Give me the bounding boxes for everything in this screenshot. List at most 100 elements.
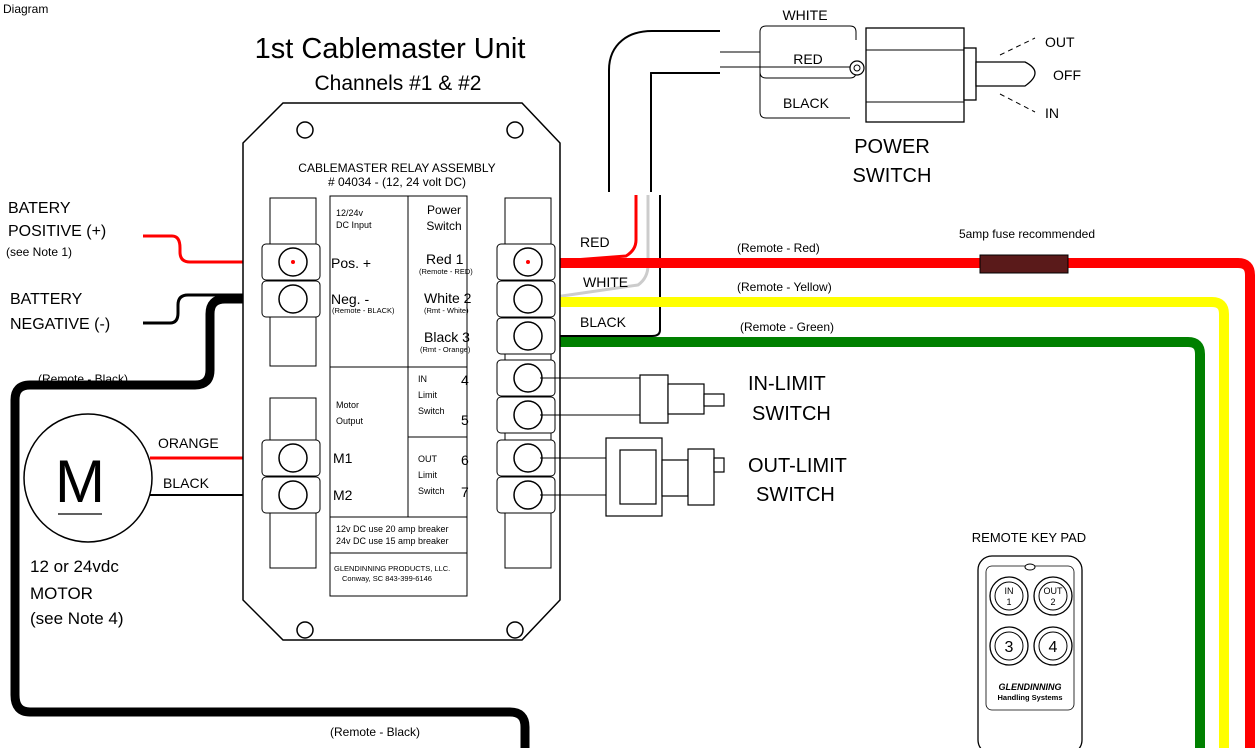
keypad-brand-sub: Handling Systems [997,693,1062,702]
switch-white-label: WHITE [782,7,827,23]
diagram-title: 1st Cablemaster Unit [255,33,526,65]
motor-label: MOTOR [30,584,93,603]
terminal-7 [496,476,556,514]
terminal-7-number: 7 [461,484,469,500]
terminal-6 [496,439,556,477]
red-wire-label: RED [580,234,610,250]
mount-hole-tr [506,121,524,139]
black-wire-label: BLACK [580,314,627,330]
switch-red-wire [547,195,638,264]
orange-wire-label: ORANGE [158,435,219,451]
maker-address: Conway, SC 843-399-6146 [342,574,432,583]
keypad-button-1-number: 1 [1006,597,1011,607]
keypad-button-2-label: OUT [1044,586,1064,596]
motor-label: 12 or 24vdc [30,557,119,576]
relay-header-line2: # 04034 - (12, 24 volt DC) [328,175,466,189]
terminal-m2 [261,476,321,514]
in-limit-title: SWITCH [752,403,831,425]
dc-input-label: DC Input [336,220,372,230]
breaker-24v-note: 24v DC use 15 amp breaker [336,536,449,546]
remote-black-wire [10,294,530,748]
out-limit-label: OUT [418,454,438,464]
wire-dot [291,260,295,264]
switch-collar [963,47,977,101]
toggle-out-indicator [999,37,1036,56]
keypad-button-2-number: 2 [1050,597,1055,607]
battery-positive-label: POSITIVE (+) [8,223,106,240]
relay-header-line1: CABLEMASTER RELAY ASSEMBLY [298,161,495,175]
keypad-button-2[interactable]: OUT 2 [1033,576,1073,616]
in-limit-label: Limit [418,390,438,400]
black3-label: Black 3 [424,329,470,345]
terminal-5-number: 5 [461,412,469,428]
battery-negative-label: BATTERY [10,291,83,308]
fuse [979,254,1069,274]
remote-green-wire [540,337,1205,748]
keypad-button-3[interactable]: 3 [989,626,1029,666]
m1-label: M1 [333,450,353,466]
power-switch-label: Power [427,203,461,217]
in-limit-title: IN-LIMIT [748,373,826,395]
white2-sublabel: (Rmt - White) [424,306,469,315]
switch-black-wire [548,195,661,337]
keypad-button-4[interactable]: 4 [1033,626,1073,666]
motor-letter: M [55,448,105,515]
battery-positive-note: (see Note 1) [6,245,72,259]
m2-label: M2 [333,487,353,503]
toggle-in-indicator [999,93,1036,113]
keypad-button-1[interactable]: IN 1 [989,576,1029,616]
top-fragment-text: Diagram [3,2,48,16]
red1-label: Red 1 [426,251,464,267]
out-limit-title: OUT-LIMIT [748,455,847,477]
terminal-m1 [261,439,321,477]
keypad-button-1-label: IN [1005,586,1014,596]
remote-black-label-bottom: (Remote - Black) [330,725,420,739]
breaker-12v-note: 12v DC use 20 amp breaker [336,524,449,534]
switch-black-label: BLACK [783,95,830,111]
keypad-button-4-label: 4 [1049,639,1058,656]
mount-hole-br [506,621,524,639]
switch-screw-icon [853,64,861,72]
terminal-4-number: 4 [461,372,469,388]
red1-sublabel: (Remote - RED) [419,267,473,276]
wire-dot [526,260,530,264]
neg-label: Neg. - [331,291,369,307]
power-switch-body [865,27,965,123]
motor-icon [23,413,153,543]
black-motor-wire-label: BLACK [163,475,210,491]
diagram-subtitle: Channels #1 & #2 [315,72,482,95]
remote-yellow-wire [540,297,1229,748]
maker-name: GLENDINNING PRODUCTS, LLC. [334,564,450,573]
switch-off-label: OFF [1053,67,1081,83]
remote-black-label: (Remote - Black) [38,372,128,386]
switch-in-label: IN [1045,105,1059,121]
white2-label: White 2 [424,290,472,306]
relay-center-panel [329,195,468,597]
motor-output-label: Output [336,416,364,426]
in-limit-switch-icon [540,374,725,424]
switch-out-label: OUT [1045,34,1075,50]
motor-output-label: Motor [336,400,359,410]
power-switch-label: Switch [426,219,461,233]
terminal-6-number: 6 [461,452,469,468]
remote-yellow-label: (Remote - Yellow) [737,280,832,294]
toggle-lever-icon [975,61,1036,87]
keypad-title: REMOTE KEY PAD [972,530,1086,545]
remote-red-wire [540,258,1255,748]
white-wire-label: WHITE [583,274,628,290]
out-limit-label: Limit [418,470,438,480]
in-limit-label: Switch [418,406,445,416]
terminal-5 [496,396,556,434]
terminal-2 [496,280,556,318]
black3-sublabel: (Rmt - Orange) [420,345,471,354]
dc-input-label: 12/24v [336,208,364,218]
out-limit-switch-icon [540,437,725,517]
keypad-led-icon [1024,563,1036,571]
mount-hole-tl [296,121,314,139]
in-limit-label: IN [418,374,427,384]
out-limit-title: SWITCH [756,484,835,506]
fuse-label: 5amp fuse recommended [959,227,1095,241]
out-limit-label: Switch [418,486,445,496]
battery-negative-label: NEGATIVE (-) [10,316,110,333]
